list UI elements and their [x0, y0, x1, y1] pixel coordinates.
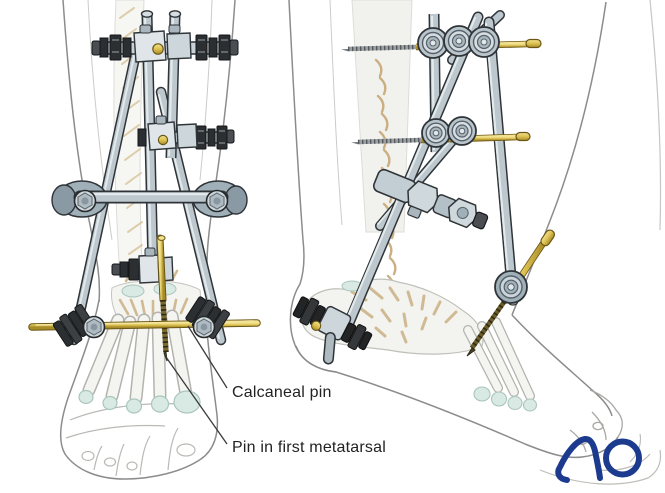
ao-logo-letter-a: [555, 435, 603, 483]
crossbar-left-nut: [73, 189, 97, 213]
lateral-round-clamp: [494, 270, 528, 304]
first-metatarsal-pin-label: Pin in first metatarsal: [232, 439, 386, 456]
anterior-view-illustration: [28, 0, 261, 480]
lateral-forefoot-bones: [463, 317, 538, 412]
disc-clamp: [468, 26, 500, 58]
second-pin-end: [157, 134, 169, 146]
anterior-calcaneal-clamp-right: [185, 296, 230, 340]
lateral-pin-disc-clamps: [417, 25, 500, 148]
anterior-crossbar: [51, 180, 248, 218]
anterior-proximal-pin-clamp: [91, 24, 239, 63]
disc-clamp: [447, 116, 477, 146]
ao-logo-letter-o: [603, 438, 642, 478]
anterior-foot-bones: [78, 309, 201, 414]
ao-logo: AO: [555, 435, 642, 483]
annotation-layer: Calcaneal pin Pin in first metatarsal: [165, 325, 386, 456]
crossbar-right-nut: [205, 189, 229, 213]
anterior-calcaneal-clamp-left: [52, 303, 106, 347]
anterior-second-pin-clamp: [137, 115, 235, 151]
calcaneal-pin-leader-line: [187, 325, 228, 389]
disc-clamp: [443, 25, 475, 57]
lateral-central-clamp: [372, 168, 489, 230]
lateral-heel-clamp: [292, 296, 373, 365]
disc-clamp: [417, 27, 449, 59]
first-metatarsal-pin-leader-line: [165, 356, 228, 445]
anterior-foot-outline: [60, 299, 219, 480]
lateral-right-bar: [483, 16, 519, 306]
lateral-long-bar-to-heel: [340, 11, 484, 336]
lateral-first-metatarsal-pin: [466, 229, 556, 357]
lateral-fixator-frame: [340, 10, 519, 336]
lateral-view-illustration: [288, 0, 662, 485]
anterior-first-metatarsal-pin: [156, 234, 169, 362]
lateral-foot-outline: [295, 314, 662, 485]
disc-clamp: [421, 118, 451, 148]
calcaneal-pin-label: Calcaneal pin: [232, 384, 332, 401]
proximal-pin-end: [152, 43, 164, 55]
